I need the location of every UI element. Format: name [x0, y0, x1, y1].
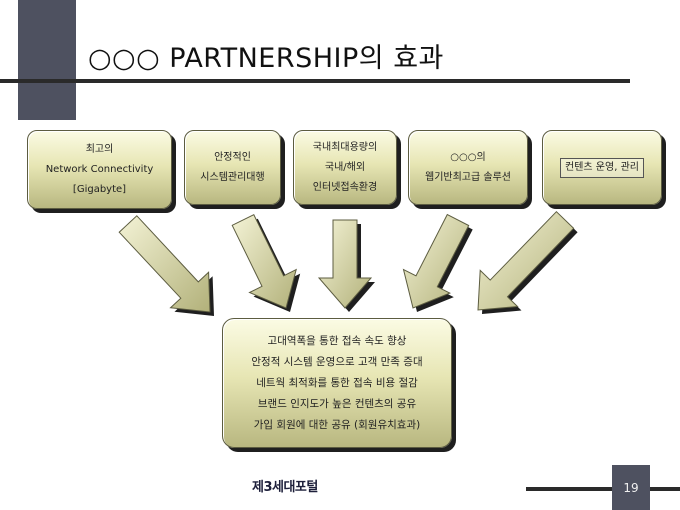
result-line-4: 브랜드 인지도가 높은 컨텐츠의 공유	[257, 397, 417, 410]
source-box-solution-line-2: 웹기반최고급 솔루션	[425, 171, 511, 183]
result-line-1: 고대역폭을 통한 접속 속도 향상	[267, 334, 407, 347]
source-box-web-solution: ○○○의 웹기반최고급 솔루션	[408, 130, 528, 205]
title-accent-square	[18, 0, 76, 120]
arrow-from-network	[118, 215, 211, 313]
source-box-network-line-1: 최고의	[85, 143, 114, 155]
source-box-contents: 컨텐츠 운영, 관리	[542, 130, 662, 205]
arrow-from-internet	[317, 219, 373, 309]
footer-rule-right	[650, 487, 680, 491]
source-box-internet-line-1: 국내최대용량의	[312, 141, 378, 153]
footer-rule-left	[526, 487, 612, 491]
page-number: 19	[612, 465, 650, 510]
result-line-2: 안정적 시스템 운영으로 고객 만족 증대	[251, 355, 423, 368]
result-line-3: 네트웍 최적화를 통한 접속 비용 절감	[256, 376, 418, 389]
source-box-network-line-2: Network Connectivity	[45, 163, 154, 175]
title-rule	[0, 79, 630, 83]
source-box-system-management: 안정적인 시스템관리대행	[184, 130, 281, 205]
source-box-network-line-3: [Gigabyte]	[72, 183, 127, 195]
source-box-contents-line-1: 컨텐츠 운영, 관리	[560, 157, 644, 178]
source-box-system-line-2: 시스템관리대행	[200, 171, 265, 183]
source-box-internet-access: 국내최대용량의 국내/해외 인터넷접속환경	[293, 130, 397, 205]
source-box-internet-line-3: 인터넷접속환경	[312, 181, 378, 193]
source-box-internet-line-2: 국내/해외	[324, 161, 366, 173]
arrow-from-system	[231, 214, 297, 309]
arrow-from-solution	[402, 213, 470, 309]
source-box-network: 최고의 Network Connectivity [Gigabyte]	[27, 130, 172, 209]
result-line-5: 가입 회원에 대한 공유 (회원유치효과)	[253, 418, 421, 431]
source-box-solution-line-1: ○○○의	[450, 151, 486, 163]
slide-title: ○○○ PARTNERSHIP의 효과	[88, 43, 444, 74]
source-box-system-line-1: 안정적인	[214, 151, 251, 163]
arrow-from-contents	[477, 210, 575, 311]
company-logo: 제3세대포털	[252, 480, 318, 495]
result-box: 고대역폭을 통한 접속 속도 향상 안정적 시스템 운영으로 고객 만족 증대 …	[222, 318, 452, 448]
